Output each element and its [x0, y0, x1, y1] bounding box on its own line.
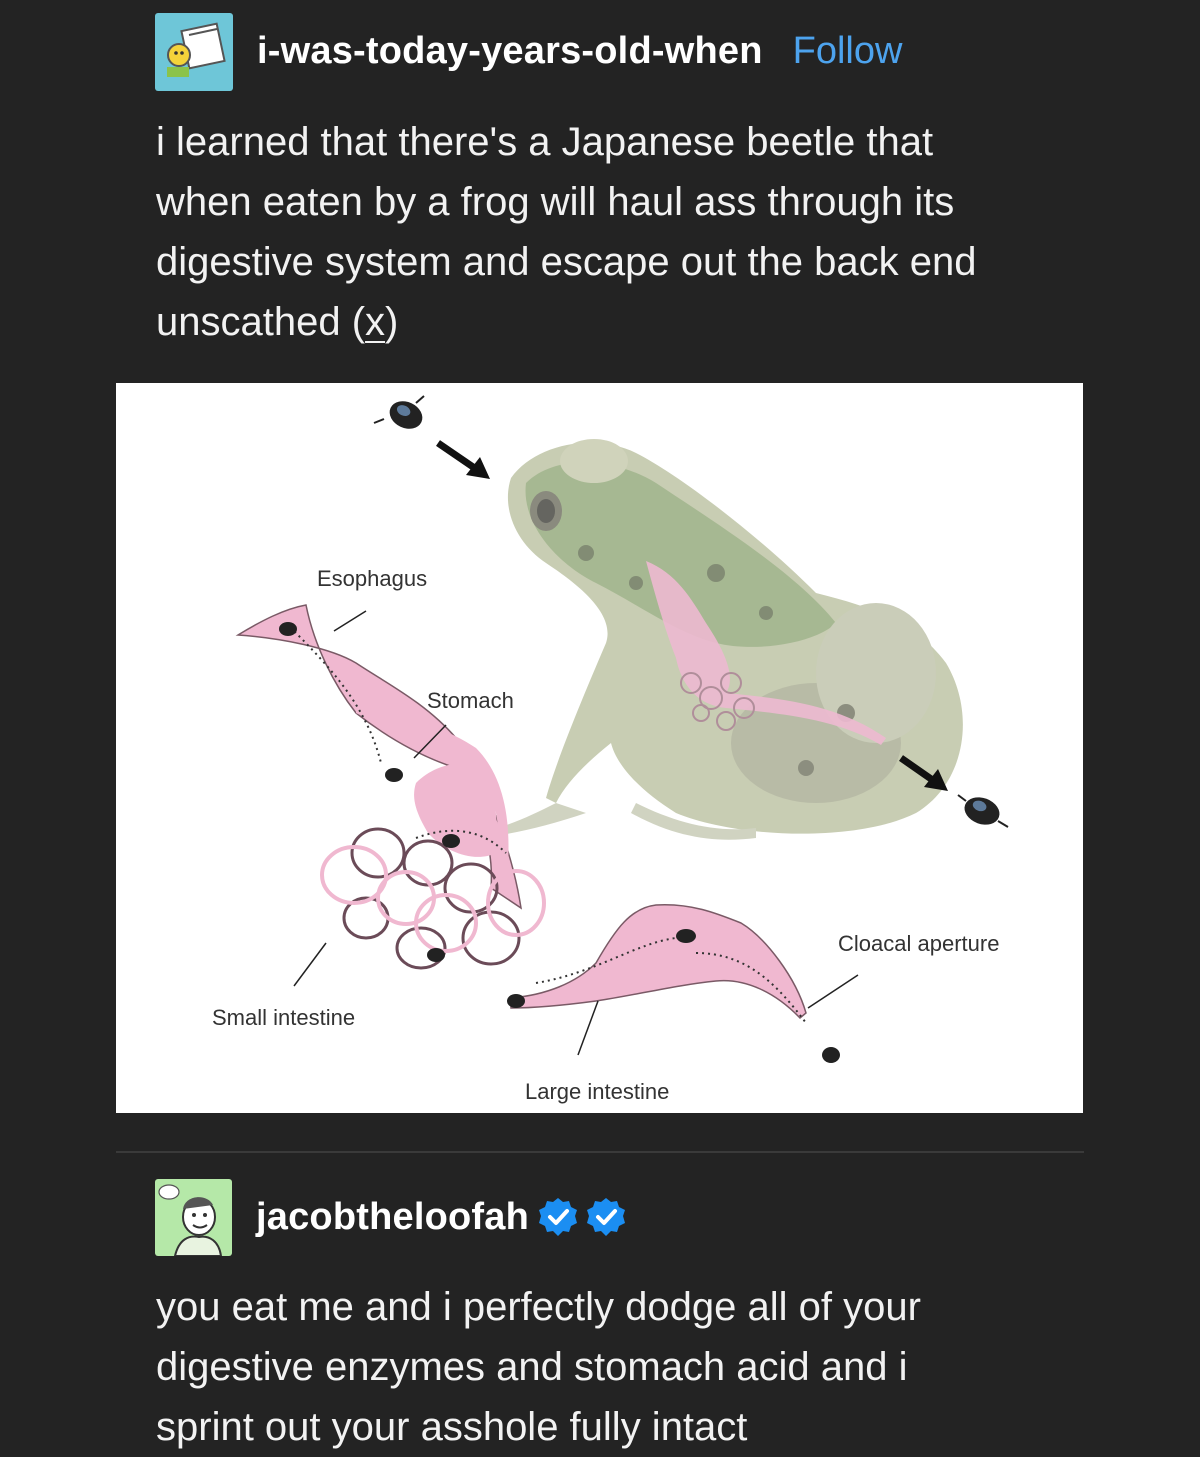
frog-digestion-diagram[interactable]: Esophagus Stomach Small intestine Large … — [116, 383, 1083, 1113]
frog-illustration — [496, 439, 963, 840]
reblogger-username[interactable]: jacobtheloofah — [256, 1195, 530, 1238]
digestive-tract — [235, 604, 840, 1063]
blog-avatar[interactable] — [155, 12, 233, 91]
source-link[interactable]: x — [365, 300, 386, 344]
label-large-intestine: Large intestine — [525, 1079, 670, 1104]
post-body-line: i learned that there's a Japanese beetle… — [156, 120, 934, 164]
post-header: i-was-today-years-old-when Follow — [155, 12, 903, 91]
label-cloacal-aperture: Cloacal aperture — [838, 931, 1000, 956]
verified-badge-icon — [537, 1196, 579, 1238]
reblog-body-line: sprint out your asshole fully intact — [156, 1405, 748, 1449]
label-small-intestine: Small intestine — [212, 1005, 356, 1030]
reblog-body: you eat me and i perfectly dodge all of … — [156, 1277, 1086, 1457]
arrow-in-icon — [436, 440, 490, 479]
reblog-header: jacobtheloofah — [155, 1178, 627, 1256]
reblogger-avatar[interactable] — [155, 1178, 232, 1256]
arrow-out-icon — [898, 755, 948, 791]
reblog-body-line: you eat me and i perfectly dodge all of … — [156, 1285, 921, 1329]
verified-badge-icon — [585, 1196, 627, 1238]
reblog-divider — [116, 1151, 1084, 1153]
label-esophagus: Esophagus — [317, 566, 428, 591]
post-body-text: ) — [385, 300, 399, 344]
reblog-body-line: digestive enzymes and stomach acid and i — [156, 1345, 908, 1389]
beetle-entering-icon — [373, 395, 425, 429]
post-body-line: digestive system and escape out the back… — [156, 240, 977, 284]
blog-username[interactable]: i-was-today-years-old-when — [257, 30, 763, 72]
follow-button[interactable]: Follow — [792, 30, 903, 72]
post-body: i learned that there's a Japanese beetle… — [156, 112, 1086, 352]
label-leader-lines — [293, 610, 859, 1056]
post-body-text: unscathed ( — [156, 300, 366, 344]
beetle-exiting-icon — [957, 794, 1009, 828]
label-stomach: Stomach — [427, 688, 514, 713]
post-body-line: when eaten by a frog will haul ass throu… — [156, 180, 955, 224]
post-body-line: unscathed (x) — [156, 292, 1086, 352]
